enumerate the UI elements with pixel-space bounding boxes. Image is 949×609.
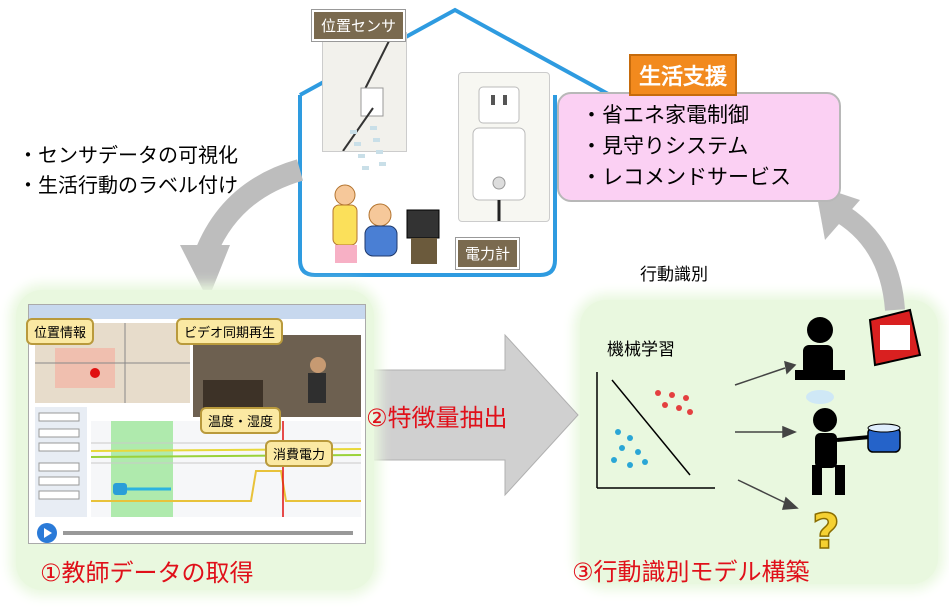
timeline-chart (90, 421, 362, 517)
life-support-title: 生活支援 (629, 54, 738, 96)
step1-label: ①教師データの取得 (40, 559, 254, 587)
step2-label: ②特徴量抽出 (366, 404, 508, 432)
step3-top-label: 行動識別 (640, 265, 708, 285)
tool-side-controls (35, 407, 87, 517)
tool-titlebar (29, 305, 365, 319)
arrow-house-to-step1 (194, 159, 304, 260)
support-item-energy: ・省エネ家電制御 (581, 103, 749, 127)
power-meter-photo (458, 72, 550, 222)
unknown-activity-icon: ? (812, 504, 840, 560)
callout-power: 消費電力 (265, 440, 334, 467)
left-bullet-list: ・センサデータの可視化 ・生活行動のラベル付け (18, 140, 238, 200)
figure-cooking-icon (806, 390, 901, 495)
bullet-visualization: ・センサデータの可視化 (18, 143, 238, 167)
ml-label: 機械学習 (607, 340, 675, 360)
figure-watching-tv-icon (795, 308, 922, 380)
house-walls (298, 95, 557, 277)
callout-video: ビデオ同期再生 (176, 318, 284, 345)
bullet-labeling: ・生活行動のラベル付け (18, 173, 238, 197)
arrow-step3-to-support (829, 201, 905, 311)
sensor-beam (350, 126, 386, 170)
family-watching-tv-illustration (332, 184, 440, 264)
meter-label: 電力計 (456, 238, 520, 269)
ml-blue-points (611, 429, 648, 468)
teacher-data-tool-screenshot (28, 304, 366, 544)
playback-slider[interactable] (63, 531, 353, 535)
callout-temp: 温度・湿度 (200, 407, 282, 434)
ml-output-arrows (734, 360, 799, 510)
support-item-recommend: ・レコメンドサービス (581, 165, 791, 189)
step2-arrow (357, 333, 579, 497)
life-support-box: ・省エネ家電制御 ・見守りシステム ・レコメンドサービス (557, 92, 841, 202)
callout-position: 位置情報 (26, 318, 95, 345)
support-item-monitoring: ・見守りシステム (581, 134, 749, 158)
ml-boundary (611, 379, 691, 476)
play-button[interactable] (37, 523, 57, 543)
sensor-label: 位置センサ (312, 10, 406, 41)
life-support-list: ・省エネ家電制御 ・見守りシステム ・レコメンドサービス (559, 94, 839, 193)
video-view (193, 335, 361, 417)
ml-red-points (655, 390, 693, 415)
arrow-house-to-step1-head (180, 245, 230, 300)
step3-label: ③行動識別モデル構築 (572, 558, 810, 586)
